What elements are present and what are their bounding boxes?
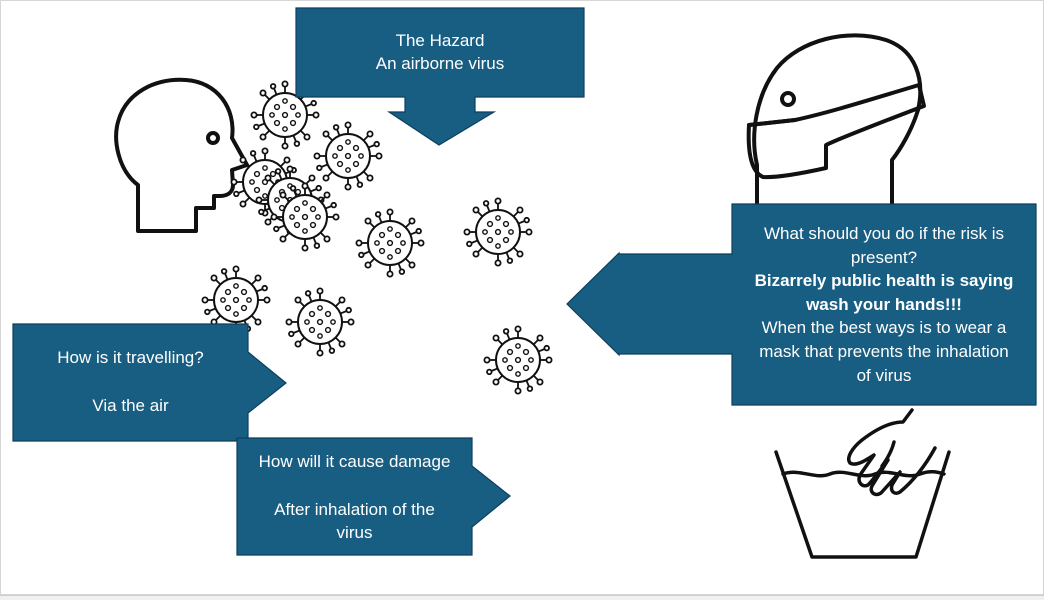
- hand-washing-basin-icon: [774, 408, 951, 559]
- advice-line-2: present?: [850, 247, 918, 267]
- masked-head-icon: [746, 33, 926, 207]
- damage-callout: How will it cause damage After inhalatio…: [237, 450, 472, 544]
- virus-icon: [313, 121, 383, 191]
- advice-callout-shape: [566, 203, 1037, 406]
- virus-cluster: [201, 80, 553, 395]
- virus-icon: [463, 197, 533, 267]
- advice-callout: What should you do if the risk is presen…: [732, 222, 1036, 387]
- advice-line-1: What should you do if the risk is: [763, 224, 1004, 243]
- virus-icon: [355, 208, 425, 278]
- virus-icon: [270, 182, 340, 252]
- damage-question: How will it cause damage: [258, 452, 451, 471]
- damage-answer-line2: virus: [336, 523, 373, 542]
- virus-icon: [483, 325, 553, 395]
- travel-question: How is it travelling?: [57, 348, 204, 367]
- advice-bold-line-2: wash your hands!!!: [806, 294, 962, 314]
- travel-answer: Via the air: [92, 396, 169, 415]
- damage-answer-line1: After inhalation of the: [274, 500, 435, 519]
- hazard-title: The Hazard: [395, 31, 485, 50]
- travel-callout: How is it travelling? Via the air: [13, 346, 248, 417]
- damage-callout-shape: [236, 437, 511, 556]
- advice-line-5: of virus: [856, 365, 912, 385]
- footer-strip: [0, 595, 1044, 600]
- travel-callout-shape: [12, 323, 287, 442]
- head-profile-icon: [114, 77, 249, 233]
- virus-icon: [285, 287, 355, 357]
- hazard-callout: The Hazard An airborne virus: [296, 29, 584, 75]
- hazard-subtitle: An airborne virus: [375, 54, 505, 73]
- advice-line-4: mask that prevents the inhalation: [759, 341, 1009, 361]
- advice-bold-line-1: Bizarrely public health is saying: [754, 271, 1014, 291]
- advice-line-3: When the best ways is to wear a: [761, 318, 1007, 338]
- hazard-callout-shape: [295, 7, 585, 146]
